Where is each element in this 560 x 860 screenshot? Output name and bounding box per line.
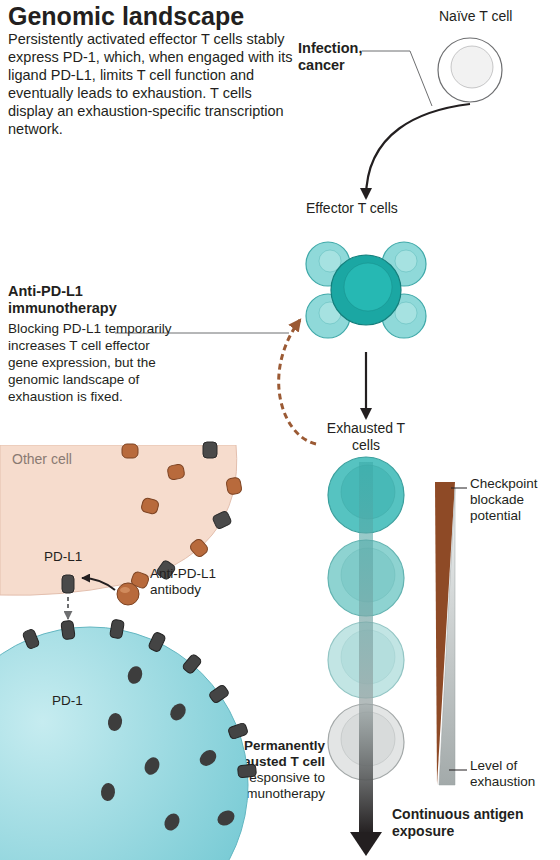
permanent-cell-circle xyxy=(328,704,404,780)
antibody-label: Anti-PD-L1 antibody xyxy=(150,566,235,598)
antigen-exposure-arrowhead xyxy=(350,832,382,856)
exhausted-t-cells: Exhausted T cells xyxy=(316,420,416,700)
effector-t-cells: Effector T cells xyxy=(296,200,436,350)
dashed-arrow xyxy=(279,320,316,444)
cell-nucleus xyxy=(341,630,395,684)
scale-label: Level of exhaustion xyxy=(470,758,555,790)
exhausted-cell-circle xyxy=(328,457,404,533)
t-cell-body xyxy=(0,627,248,860)
antibody xyxy=(117,583,139,605)
naive-cell-circle xyxy=(438,38,502,102)
cell-nucleus xyxy=(341,548,395,602)
cell-label: Naïve T cell xyxy=(439,8,535,25)
cell-nucleus xyxy=(341,465,395,519)
arrow-connector xyxy=(366,104,470,198)
checkpoint-wedge xyxy=(435,482,455,785)
node-shape xyxy=(316,420,416,700)
cell-nucleus xyxy=(344,263,392,311)
binding-arrow xyxy=(67,597,69,619)
intro-text: Persistently activated effector T cells … xyxy=(8,30,300,138)
node-shape xyxy=(0,605,260,860)
leader-line xyxy=(449,770,467,771)
node-shape xyxy=(296,200,436,350)
figure-title: Genomic landscape xyxy=(8,2,338,30)
scale-label: Checkpoint blockade potential xyxy=(470,476,555,524)
t-cell-surface: PD-1 xyxy=(0,605,260,860)
cell-label: Effector T cells xyxy=(306,200,431,217)
effector-cell-circle xyxy=(331,255,401,325)
exhaustion-wedge xyxy=(439,488,455,785)
cell-nucleus xyxy=(341,712,395,766)
cell-label: Exhausted T cells xyxy=(316,420,416,454)
ligand-label: PD-L1 xyxy=(44,549,104,565)
naive-t-cell: Naïve T cell xyxy=(405,8,535,104)
therapy-heading: Anti-PD-L1 immunotherapy xyxy=(8,283,168,317)
cell-nucleus xyxy=(395,250,417,272)
edge-label: Infection, cancer xyxy=(298,40,378,74)
antibody-highlight xyxy=(120,587,130,593)
arrow-connector xyxy=(365,352,367,418)
cell-label: Other cell xyxy=(12,451,132,468)
leader-line xyxy=(362,51,432,106)
receptor-label: PD-1 xyxy=(52,693,102,709)
leader-line xyxy=(451,488,467,489)
cell-nucleus xyxy=(395,302,417,324)
exhausted-cell-circle xyxy=(328,622,404,698)
antibody-body xyxy=(117,583,139,605)
therapy-note: Blocking PD-L1 temporarily increases T c… xyxy=(8,320,174,405)
cell-nucleus xyxy=(451,46,493,88)
arrow-label: Continuous antigen exposure xyxy=(392,806,524,840)
exhausted-cell-circle xyxy=(328,540,404,616)
